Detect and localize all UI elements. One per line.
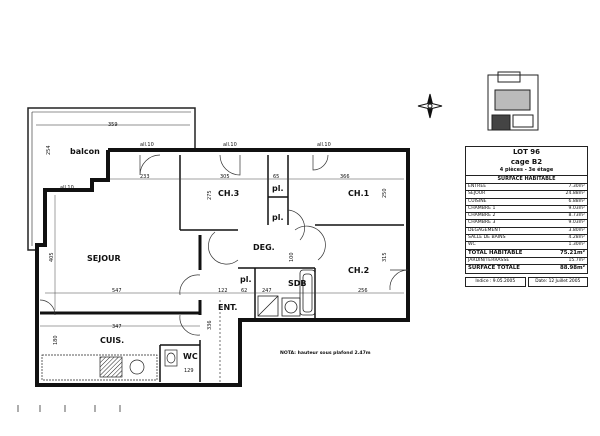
dim-label: 347 [112, 324, 122, 330]
room-label-ch2: CH.2 [348, 266, 369, 275]
dim-label: 305 [220, 174, 230, 180]
room-label-pl: pl. [272, 184, 284, 193]
door-swings [39, 154, 409, 336]
wc-fixture [164, 349, 178, 367]
margin-marks [17, 405, 121, 412]
surface-table: LOT 96 cage B2 4 pièces - 3e étage SURFA… [465, 146, 588, 274]
room-label-pl: pl. [240, 275, 252, 284]
surface-row: WC 1.30m² [466, 242, 587, 250]
jardin-row: JARDIN/TERRASSE 15.7m² [466, 258, 587, 266]
dim-label: 405 [49, 252, 55, 262]
room-label-sejour: SEJOUR [87, 254, 121, 263]
dimension-lines [40, 178, 404, 327]
dim-label: 100 [289, 252, 295, 262]
dim-label: 275 [207, 190, 213, 200]
room-name: SEJOUR [468, 191, 486, 197]
room-name: CHAMBRE 3 [468, 220, 496, 226]
room-area: 1.30m² [568, 242, 585, 248]
window-label: all.10 [140, 142, 154, 148]
room-label-balcon: balcon [70, 147, 100, 156]
room-name: DEGAGEMENT [468, 227, 501, 233]
surface-row: CHAMBRE 3 9.03m² [466, 220, 587, 228]
room-area: 24.88m² [565, 191, 585, 197]
total-value: 75.21m² [559, 249, 585, 256]
room-name: CHAMBRE 1 [468, 205, 496, 211]
surface-total-row: SURFACE TOTALE 88.98m² [466, 265, 587, 273]
dim-label: 62 [241, 288, 247, 294]
dim-label: 65 [273, 174, 279, 180]
total-row: TOTAL HABITABLE 75.21m² [466, 250, 587, 259]
lot-number: LOT 96 [512, 148, 541, 156]
room-label-sdb: SDB [288, 279, 307, 288]
surface-total-value: 88.98m² [559, 265, 585, 272]
room-label-wc: WC [183, 352, 198, 361]
surface-row: CHAMBRE 1 9.03m² [466, 205, 587, 214]
surface-row: CUISINE 6.88m² [466, 199, 587, 206]
dim-label: 547 [112, 288, 122, 294]
window-label: all.10 [60, 185, 74, 191]
room-label-ch3: CH.3 [218, 189, 239, 198]
room-area: 9.03m² [568, 220, 585, 226]
dim-label: 366 [340, 174, 350, 180]
dim-label: 315 [382, 252, 388, 262]
dim-label: 359 [108, 122, 118, 128]
surface-row: ENTREE 7.30m² [466, 184, 587, 192]
room-label-ch1: CH.1 [348, 189, 370, 198]
room-name: CUISINE [468, 198, 487, 204]
room-area: 6.88m² [568, 198, 585, 204]
total-label: TOTAL HABITABLE [468, 249, 523, 256]
dim-label: 256 [358, 288, 368, 294]
jardin-label: JARDIN/TERRASSE [468, 258, 510, 264]
section-title: SURFACE HABITABLE [466, 176, 587, 184]
exterior-walls [35, 148, 410, 387]
jardin-value: 15.7m² [568, 258, 585, 264]
room-name: SALLE DE BAINS [468, 235, 506, 241]
room-area: 8.73m² [568, 213, 585, 219]
room-area: 4.28m² [568, 235, 585, 241]
balcony-outline [27, 107, 196, 251]
room-label-pl: pl. [272, 213, 284, 222]
window-label: all.10 [317, 142, 331, 148]
surface-row: CHAMBRE 2 8.73m² [466, 213, 587, 221]
dim-label: 129 [184, 368, 194, 374]
dim-label: 247 [262, 288, 272, 294]
cage-label: cage B2 [510, 157, 543, 166]
room-name: ENTREE [468, 184, 487, 189]
room-label-cuis: CUIS. [100, 336, 124, 345]
surface-row: SEJOUR 24.88m² [466, 191, 587, 199]
room-name: WC [468, 242, 476, 248]
dim-label: 122 [218, 288, 228, 294]
surface-row: SALLE DE BAINS 4.28m² [466, 235, 587, 243]
room-label-deg: DEG. [253, 243, 275, 252]
room-area: 9.03m² [568, 205, 585, 211]
dim-label: 180 [53, 335, 59, 345]
ceiling-height-note: NOTA: hauteur sous plafond 2.47m [280, 350, 371, 356]
building-key-plan [487, 71, 539, 131]
dim-label: 336 [207, 320, 213, 330]
indice: Indice : 9.05.2005 [465, 276, 526, 287]
date: Date: 12 Juillet 2005 [527, 276, 588, 287]
dim-label: 254 [46, 145, 52, 155]
surface-row: DEGAGEMENT 3.80m² [466, 227, 587, 236]
dim-label: 250 [382, 188, 388, 198]
apartment-type: 4 pièces - 3e étage [466, 166, 587, 176]
legend-panel: LOT 96 cage B2 4 pièces - 3e étage SURFA… [465, 146, 588, 287]
room-name: CHAMBRE 2 [468, 213, 496, 219]
room-label-ent: ENT. [218, 303, 237, 312]
surface-total-label: SURFACE TOTALE [468, 265, 520, 272]
room-area: 3.80m² [568, 227, 585, 233]
compass-rose-icon [417, 93, 443, 119]
kitchen-counter [41, 354, 158, 381]
bathtub [299, 269, 316, 316]
sink-and-shower [257, 295, 301, 317]
room-area: 7.30m² [568, 184, 585, 189]
dim-label: 233 [140, 174, 150, 180]
window-label: all.10 [223, 142, 237, 148]
table-footer: Indice : 9.05.2005 Date: 12 Juillet 2005 [465, 276, 588, 287]
